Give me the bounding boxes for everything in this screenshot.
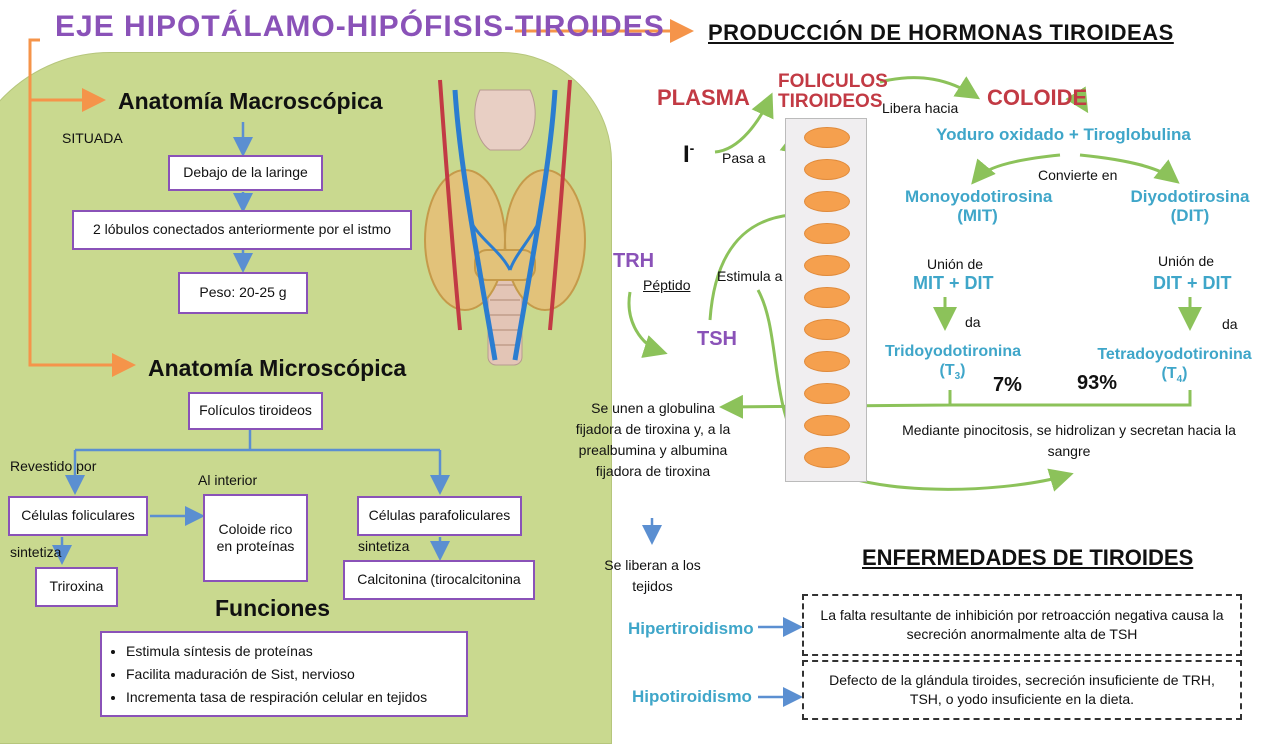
union-left-label: Unión de — [927, 256, 984, 272]
mit-label: Monoyodotirosina (MIT) — [905, 187, 1053, 225]
colloid-box: Coloide rico en proteínas — [203, 494, 308, 582]
thyroxine-box: Triroxina — [35, 567, 118, 607]
inside-label: Al interior — [198, 472, 258, 488]
peptide-label: Péptido — [643, 277, 691, 293]
hyper-desc-box: La falta resultante de inhibición por re… — [802, 594, 1242, 656]
pct-t4-label: 93% — [1077, 372, 1118, 394]
gives-left-label: da — [965, 314, 981, 330]
follicles-box: Folículos tiroideos — [188, 392, 323, 430]
lobes-box: 2 lóbulos conectados anteriormente por e… — [72, 210, 412, 250]
follicle-cell — [804, 127, 850, 148]
t3-label: Tridoyodotironina(T3) — [885, 343, 1021, 383]
oxidized-label: Yoduro oxidado + Tiroglobulina — [936, 125, 1191, 144]
binding-text: Se unen a globulina fijadora de tiroxina… — [575, 400, 731, 479]
released-text: Se liberan a los tejidos — [604, 557, 701, 594]
follicle-column — [785, 118, 867, 482]
pct-t3-label: 7% — [993, 374, 1022, 396]
follicle-cell — [804, 223, 850, 244]
t4-label: Tetradoyodotironina(T4) — [1097, 346, 1252, 386]
passes-to-label: Pasa a — [722, 150, 766, 166]
releases-to-label: Libera hacia — [882, 100, 959, 116]
gives-right-label: da — [1222, 316, 1238, 332]
follicle-cell — [804, 287, 850, 308]
follicles-label: FOLICULOS TIROIDEOS — [778, 71, 888, 112]
functions-list: Estimula síntesis de proteínas Facilita … — [102, 640, 427, 709]
hyper-label: Hipertiroidismo — [628, 619, 754, 638]
pinocytosis-text: Mediante pinocitosis, se hidrolizan y se… — [902, 422, 1236, 459]
tsh-label: TSH — [697, 328, 737, 350]
lined-by-label: Revestido por — [10, 458, 97, 474]
follicle-cell — [804, 447, 850, 468]
function-item: Incrementa tasa de respiración celular e… — [126, 686, 427, 709]
colloid-label: COLOIDE — [987, 85, 1088, 110]
union-right-value: DIT + DIT — [1153, 273, 1232, 293]
synth-label-2: sintetiza — [358, 538, 410, 554]
thyroid-illustration — [424, 79, 586, 366]
hypo-label: Hipotiroidismo — [632, 687, 752, 706]
parafollicular-cells-box: Células parafoliculares — [357, 496, 522, 536]
synth-label-1: sintetiza — [10, 544, 62, 560]
stimulates-label: Estimula a — [717, 268, 783, 284]
functions-heading: Funciones — [215, 595, 331, 621]
micro-heading: Anatomía Microscópica — [148, 355, 407, 381]
function-item: Estimula síntesis de proteínas — [126, 640, 427, 663]
macro-heading: Anatomía Macroscópica — [118, 88, 383, 114]
follicle-cell — [804, 351, 850, 372]
follicle-cell — [804, 191, 850, 212]
weight-box: Peso: 20-25 g — [178, 272, 308, 314]
converts-label: Convierte en — [1038, 167, 1118, 183]
trh-label: TRH — [613, 250, 655, 272]
situada-label: SITUADA — [62, 130, 123, 146]
follicle-cell — [804, 319, 850, 340]
production-title: PRODUCCIÓN DE HORMONAS TIROIDEAS — [708, 20, 1174, 45]
function-item: Facilita maduración de Sist, nervioso — [126, 663, 427, 686]
functions-box: Estimula síntesis de proteínas Facilita … — [100, 631, 468, 717]
calcitonin-box: Calcitonina (tirocalcitonina — [343, 560, 535, 600]
plasma-label: PLASMA — [657, 85, 750, 110]
dit-label: Diyodotirosina (DIT) — [1130, 187, 1250, 225]
location-box: Debajo de la laringe — [168, 155, 323, 191]
diseases-title: ENFERMEDADES DE TIROIDES — [862, 545, 1194, 570]
hypo-desc-box: Defecto de la glándula tiroides, secreci… — [802, 660, 1242, 720]
main-title: EJE HIPOTÁLAMO-HIPÓFISIS-TIROIDES — [55, 10, 665, 43]
follicular-cells-box: Células foliculares — [8, 496, 148, 536]
union-right-label: Unión de — [1158, 253, 1215, 269]
iodide-label: I- — [683, 140, 695, 168]
follicle-cell — [804, 383, 850, 404]
union-left-value: MIT + DIT — [913, 273, 994, 293]
follicle-cell — [804, 255, 850, 276]
follicle-cell — [804, 415, 850, 436]
follicle-cell — [804, 159, 850, 180]
